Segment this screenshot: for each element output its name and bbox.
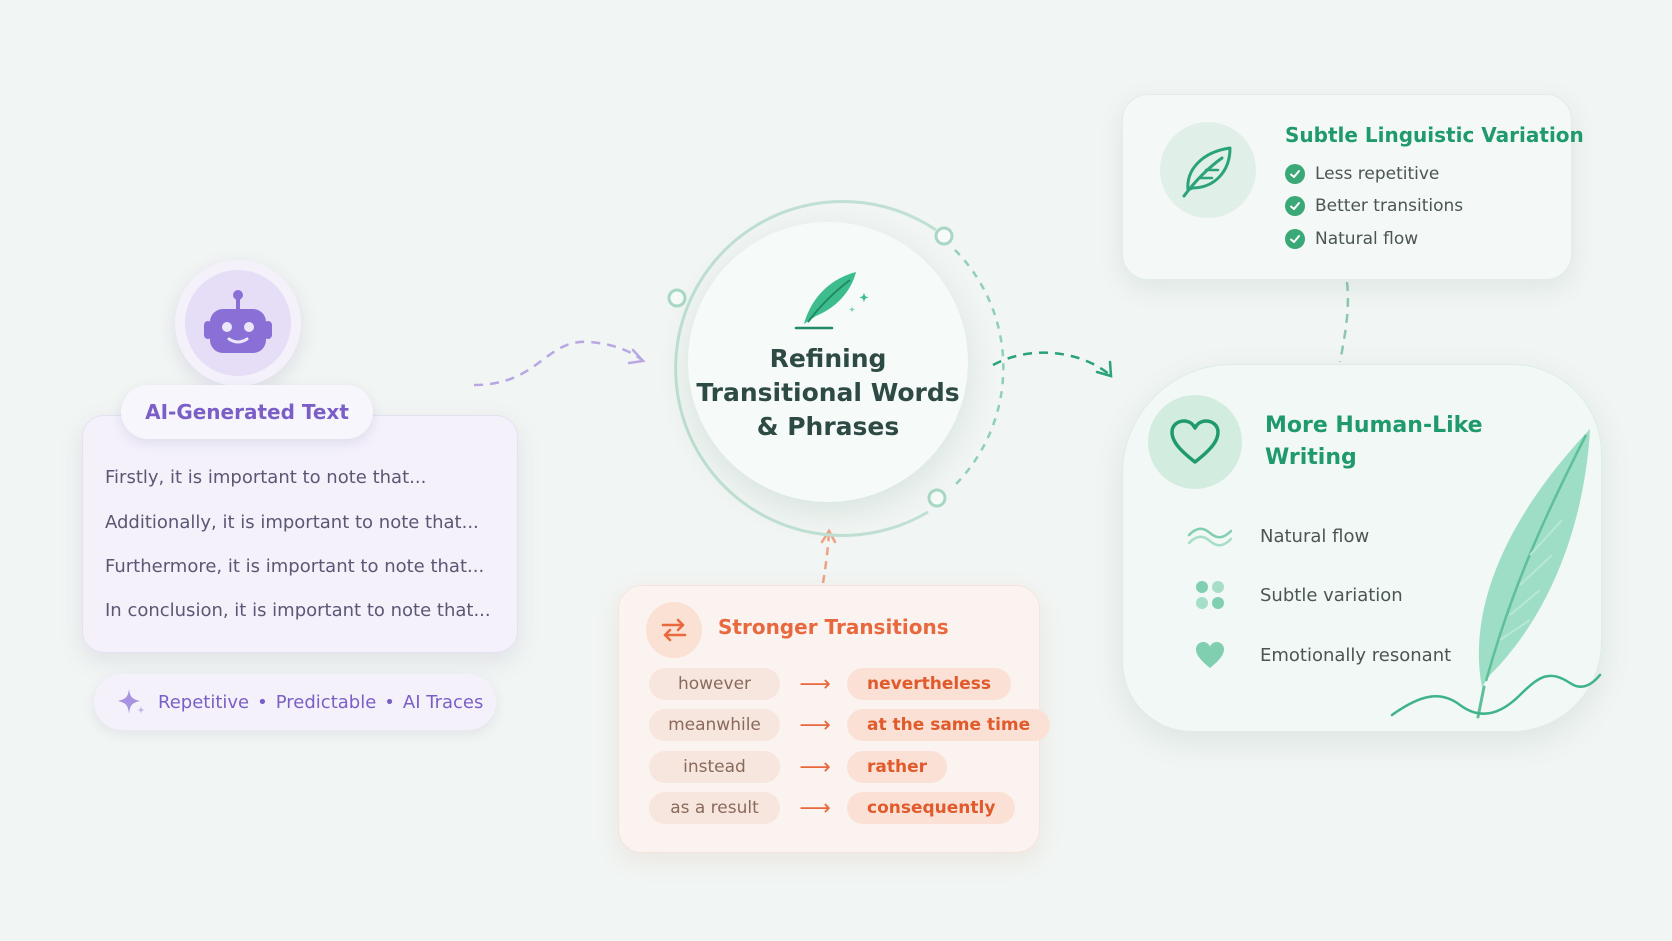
center-ring-dashed-arc (951, 249, 1005, 489)
trait-label: Repetitive (158, 691, 250, 713)
ring-node (927, 488, 947, 508)
check-icon (1285, 196, 1305, 216)
transition-to: nevertheless (847, 668, 1011, 700)
robot-icon (204, 290, 272, 353)
center-ring-arc (674, 199, 937, 537)
variation-item-label: Less repetitive (1315, 164, 1440, 184)
ai-text-title: AI-Generated Text (121, 385, 373, 439)
transition-from: as a result (649, 792, 780, 824)
variation-item-label: Natural flow (1315, 229, 1419, 249)
heart-icon (1170, 419, 1220, 464)
center-circle (688, 222, 968, 502)
transition-arrow-icon: ⟶ (799, 671, 831, 697)
check-icon (1285, 164, 1305, 184)
trait-label: Predictable (275, 691, 377, 713)
human-item-icon (1185, 640, 1235, 670)
center-title: Refining Transitional Words & Phrases (696, 344, 960, 441)
transition-from: instead (649, 751, 780, 783)
connector-human-arrowhead (1095, 360, 1113, 378)
dots-icon (1196, 581, 1224, 609)
ai-text-line: Firstly, it is important to note that... (105, 467, 427, 488)
human-item-label: Emotionally resonant (1260, 645, 1452, 666)
variation-item: Natural flow (1285, 228, 1418, 250)
connector-center-to-human (992, 351, 1111, 376)
variation-icon-badge (1160, 122, 1256, 218)
transition-to: rather (847, 751, 947, 783)
quill-sparkle-icon (794, 272, 869, 330)
ring-node (667, 288, 687, 308)
robot-badge (175, 260, 301, 386)
ai-text-card (82, 415, 518, 653)
transition-to: consequently (847, 792, 1016, 824)
connector-variation-to-human (1338, 281, 1350, 363)
feather-illustration (1390, 429, 1602, 719)
ai-text-line: Additionally, it is important to note th… (105, 512, 479, 533)
transition-arrow-icon: ⟶ (799, 795, 831, 821)
human-item-label: Subtle variation (1260, 585, 1403, 606)
transition-arrow-icon: ⟶ (799, 754, 831, 780)
variation-item: Less repetitive (1285, 163, 1439, 185)
ring-node (934, 226, 954, 246)
connector-ai-to-center (473, 340, 643, 387)
ai-text-line: In conclusion, it is important to note t… (105, 600, 491, 621)
human-item-icon (1185, 522, 1235, 552)
human-writing-title: More Human-Like Writing (1265, 413, 1483, 470)
transitions-title: Stronger Transitions (718, 615, 949, 639)
wave-icon (1187, 527, 1233, 547)
variation-title: Subtle Linguistic Variation (1285, 123, 1584, 147)
heart-badge (1148, 395, 1242, 489)
variation-item: Better transitions (1285, 195, 1463, 217)
transition-from: meanwhile (649, 709, 780, 741)
trait-separator: • (384, 691, 395, 713)
trait-label: AI Traces (402, 691, 484, 713)
human-item-icon (1185, 580, 1235, 610)
trait-separator: • (257, 691, 268, 713)
transitions-icon-badge (646, 602, 702, 658)
check-icon (1285, 229, 1305, 249)
connector-ai-arrowhead (627, 348, 646, 365)
transition-from: however (649, 668, 780, 700)
transition-arrow-icon: ⟶ (799, 712, 831, 738)
transition-to: at the same time (847, 709, 1051, 741)
ai-text-line: Furthermore, it is important to note tha… (105, 556, 485, 577)
variation-item-label: Better transitions (1315, 196, 1464, 216)
human-item-label: Natural flow (1260, 526, 1370, 547)
ai-traits-pill: Repetitive • Predictable • AI Traces (94, 674, 496, 730)
sparkle-icon (118, 689, 145, 714)
connector-transitions-arrowhead (820, 528, 837, 544)
connector-transitions-to-center (821, 532, 831, 584)
heart-icon (1196, 642, 1224, 668)
swap-arrows-icon (661, 618, 687, 642)
leaf-icon (1182, 146, 1232, 198)
